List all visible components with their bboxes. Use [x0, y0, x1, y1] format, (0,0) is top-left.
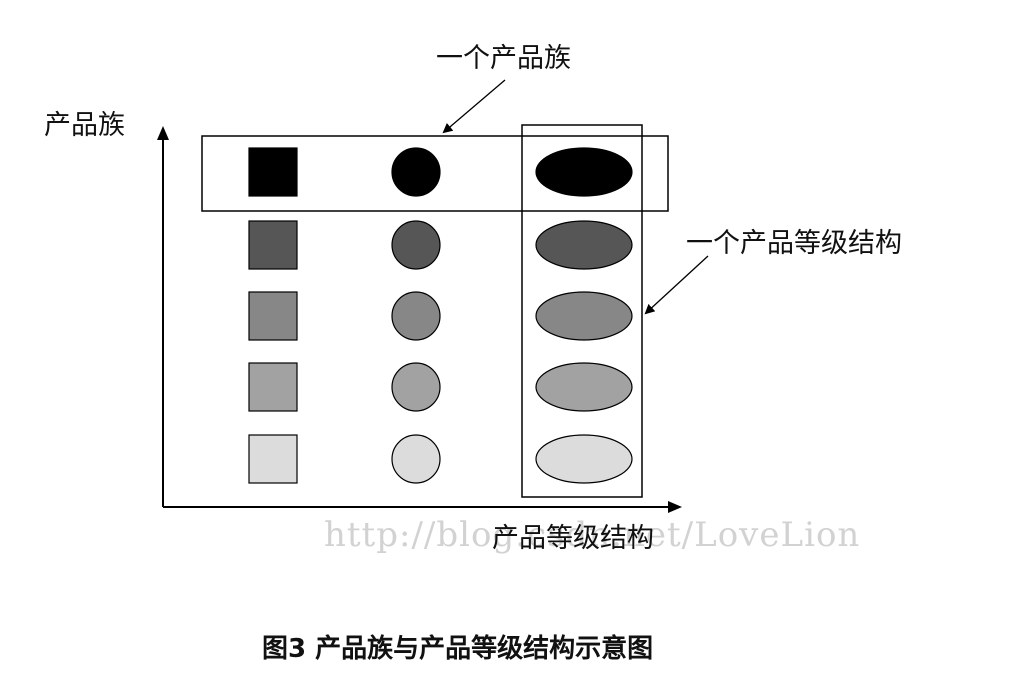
shape-grid: [248, 147, 633, 484]
circle-row1: [391, 147, 441, 197]
family-callout-label: 一个产品族: [436, 43, 571, 74]
ellipse-row3: [535, 291, 633, 341]
y-axis-label: 产品族: [44, 110, 125, 141]
ellipse-row1: [535, 147, 633, 197]
x-axis-label: 产品等级结构: [492, 523, 654, 554]
circle-row5: [391, 434, 441, 484]
circle-row2: [391, 220, 441, 270]
circle-row3: [391, 291, 441, 341]
square-row1: [248, 147, 298, 197]
ellipse-row5: [535, 434, 633, 484]
ellipse-row4: [535, 362, 633, 412]
circle-row4: [391, 362, 441, 412]
square-row4: [248, 362, 298, 412]
x-axis-arrowhead: [668, 501, 682, 513]
y-axis-arrowhead: [157, 126, 169, 140]
watermark: http://blog.csdn.net/LoveLion: [324, 515, 860, 555]
family-callout-arrow: [442, 79, 506, 134]
axes: [157, 126, 682, 513]
square-row3: [248, 291, 298, 341]
product-hierarchy-box: [521, 124, 643, 498]
figure-caption: 图3 产品族与产品等级结构示意图: [262, 633, 653, 664]
hierarchy-callout-arrow: [644, 255, 709, 315]
hierarchy-callout-label: 一个产品等级结构: [686, 228, 902, 259]
ellipse-row2: [535, 220, 633, 270]
product-family-box: [201, 135, 669, 212]
square-row2: [248, 220, 298, 270]
square-row5: [248, 434, 298, 484]
